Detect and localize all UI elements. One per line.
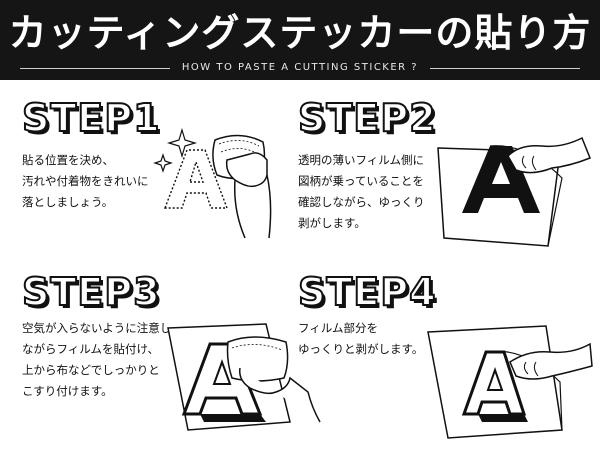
step3-heading: STEP3 (21, 270, 161, 314)
step2-heading: STEP2 (297, 96, 437, 140)
step3-line: こすり付けます。 (22, 384, 113, 398)
step4-line: ゆっくりと剥がします。 (298, 342, 424, 356)
step2-line: 剥がします。 (298, 216, 366, 230)
page-subtitle: HOW TO PASTE A CUTTING STICKER ? (181, 62, 419, 73)
step3-description: 空気が入らないように注意し ながらフィルムを貼付け、 上から布などでしっかりと … (22, 318, 171, 402)
subtitle-rule-left (20, 68, 170, 69)
step1-line: 貼る位置を決め、 (22, 153, 114, 167)
step3-line: ながらフィルムを貼付け、 (22, 342, 159, 356)
peeling-backing-icon (437, 136, 591, 247)
header-banner: カッティングステッカーの貼り方 HOW TO PASTE A CUTTING S… (0, 0, 600, 80)
peeling-film-icon (427, 325, 593, 439)
subtitle-rule-right (430, 68, 580, 69)
page-title: カッティングステッカーの貼り方 (8, 11, 592, 55)
step4-heading: STEP4 (297, 270, 437, 314)
step1-heading: STEP1 (21, 96, 161, 140)
step1-description: 貼る位置を決め、 汚れや付着物をきれいに 落としましょう。 (22, 150, 149, 213)
step1-line: 汚れや付着物をきれいに (22, 174, 149, 188)
step1-line: 落としましょう。 (22, 195, 114, 209)
wiping-cloth-icon (153, 127, 272, 239)
step3-line: 上から布などでしっかりと (22, 363, 160, 377)
step3-line: 空気が入らないように注意し (22, 321, 172, 335)
step2-line: 確認しながら、ゆっくり (298, 195, 425, 209)
step4-description: フィルム部分を ゆっくりと剥がします。 (298, 318, 423, 360)
rubbing-cloth-icon (167, 323, 321, 431)
step2-line: 図柄が乗っていることを (298, 174, 424, 188)
step4-line: フィルム部分を (298, 321, 379, 335)
step2-description: 透明の薄いフィルム側に 図柄が乗っていることを 確認しながら、ゆっくり 剥がしま… (298, 150, 425, 234)
step2-line: 透明の薄いフィルム側に (298, 153, 425, 167)
